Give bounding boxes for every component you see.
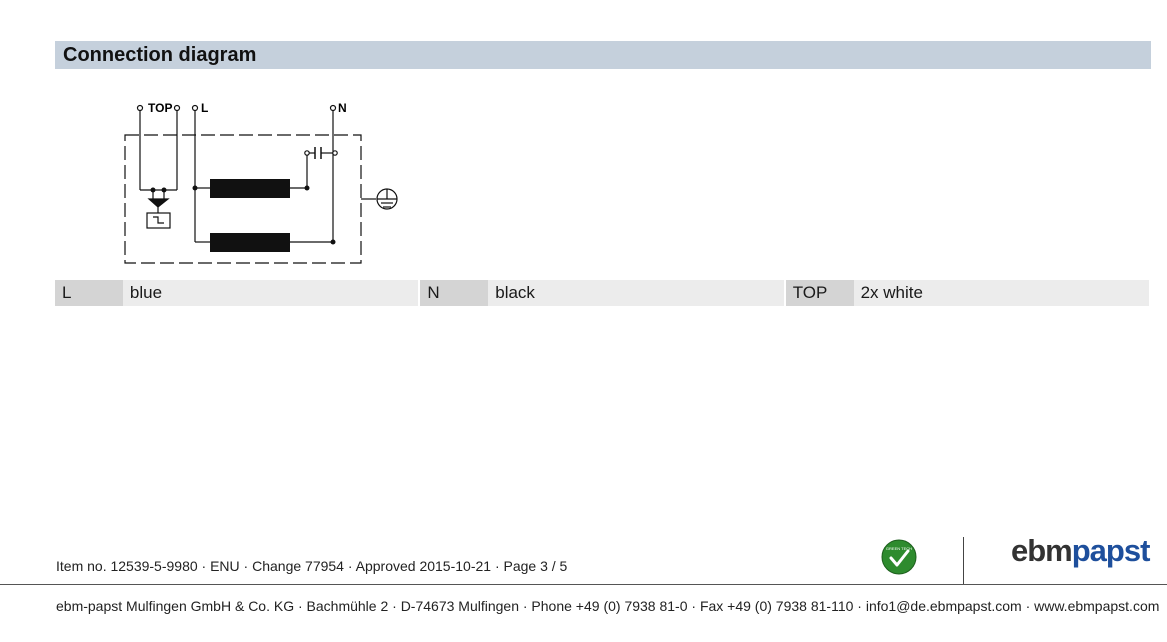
wire-color-n: black [488,280,784,306]
logo-divider [963,537,964,585]
winding-main [210,179,290,198]
wire-terminal-n: N [420,280,489,306]
greentech-badge-icon: GREEN TECH [881,539,917,575]
terminal-n [329,104,337,112]
winding-aux [210,233,290,252]
terminal-top-right [173,104,181,112]
label-n: N [338,101,347,115]
section-header: Connection diagram [55,41,1151,69]
ebmpapst-logo: ebmpapst [1011,533,1150,568]
wire-color-l: blue [122,280,419,306]
wire-color-top: 2x white [853,280,1150,306]
footer-company-info: ebm-papst Mulfingen GmbH & Co. KG · Bach… [56,598,1160,614]
footer-item-info: Item no. 12539-5-9980 · ENU · Change 779… [56,558,568,574]
label-top: TOP [148,101,172,115]
section-title: Connection diagram [63,44,257,66]
footer-divider [0,584,1167,585]
terminal-top-left [136,104,144,112]
thermal-protector-symbol [147,198,170,208]
terminal-l [191,104,199,112]
wire-terminal-top: TOP [785,280,854,306]
wire-color-table: L blue N black TOP 2x white [55,280,1151,306]
connection-diagram: TOP L N [124,101,398,264]
svg-text:GREEN TECH: GREEN TECH [886,546,912,551]
wire-terminal-l: L [55,280,123,306]
label-l: L [201,101,208,115]
thermal-protector-box [146,212,171,229]
motor-housing-outline [124,134,362,264]
